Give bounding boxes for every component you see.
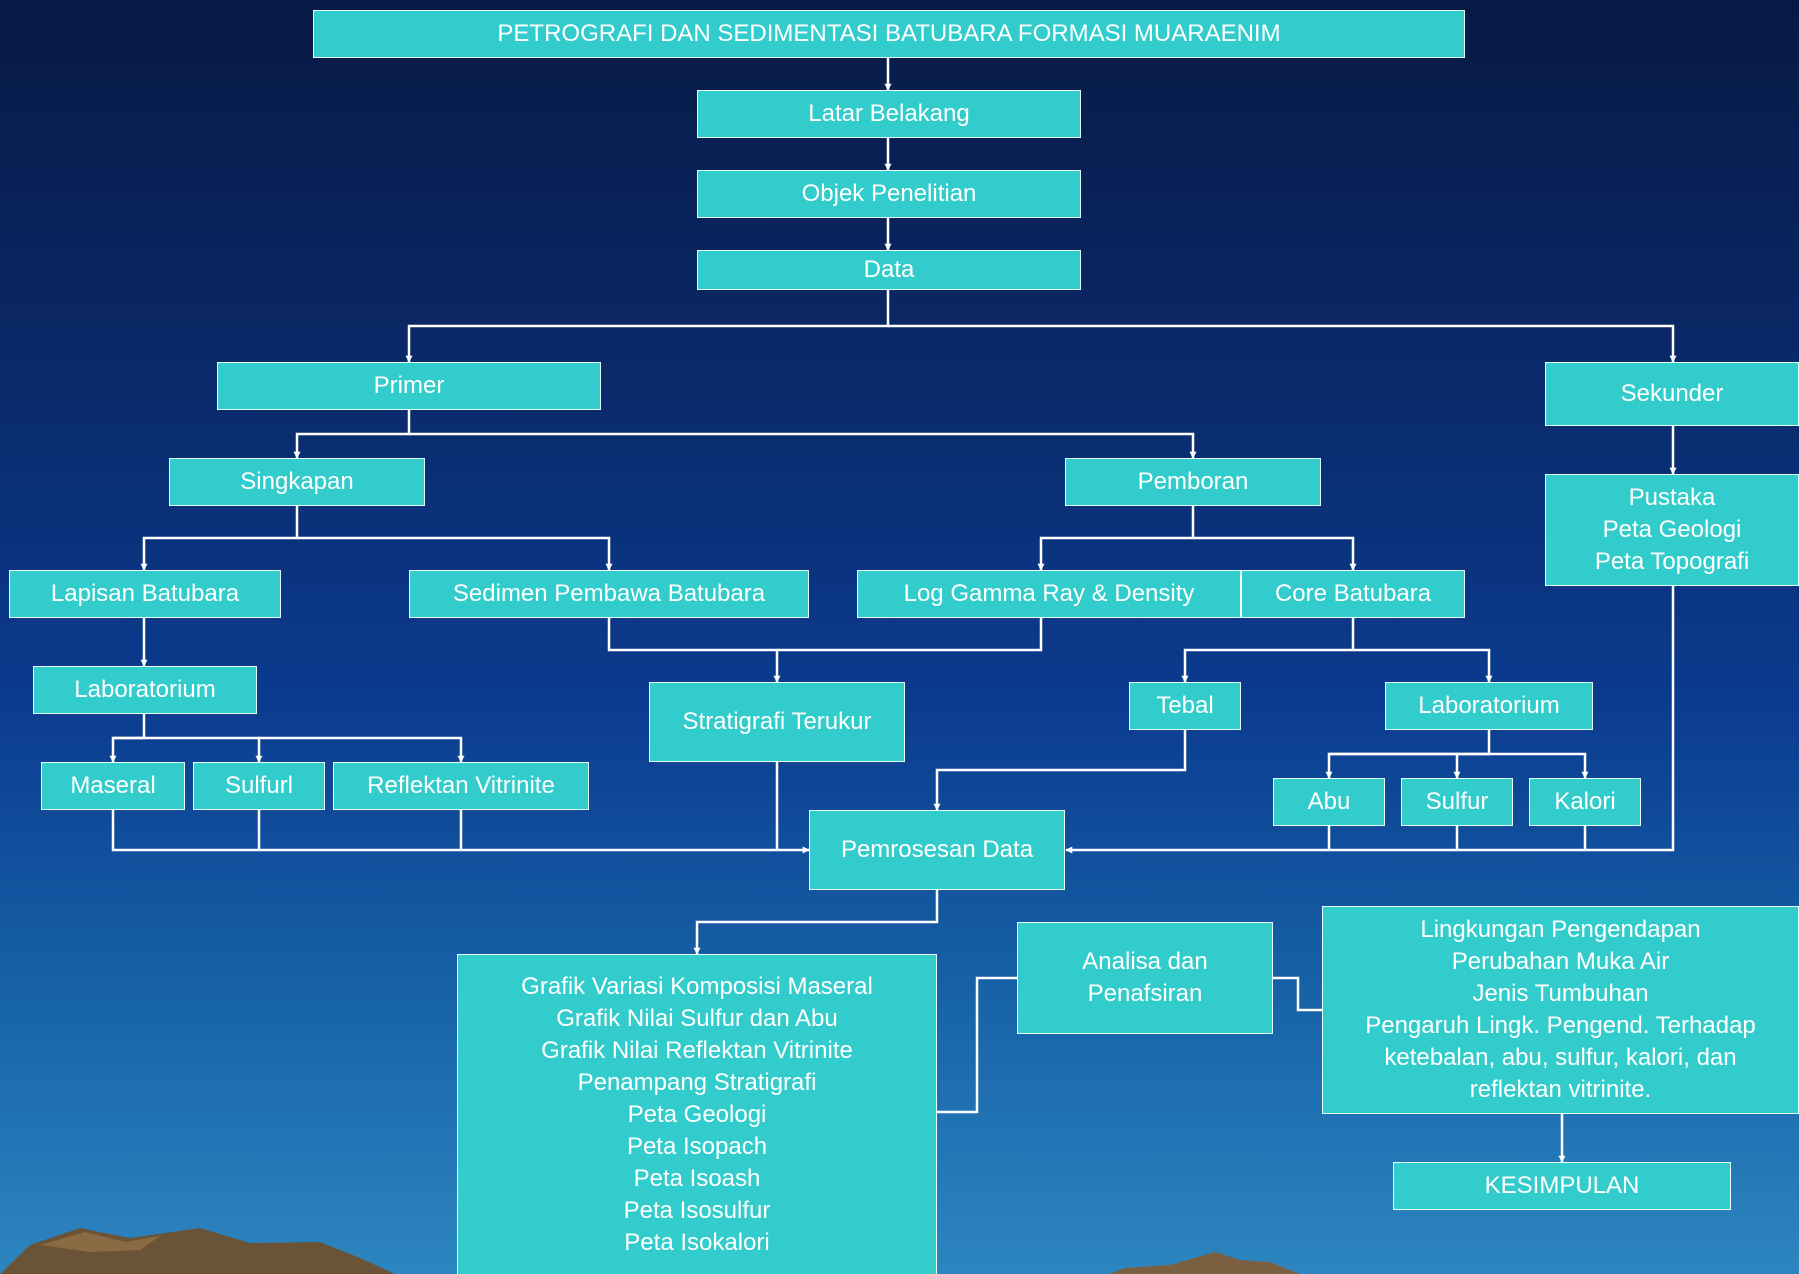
edge-data-primer (405, 290, 890, 363)
node-grafik-line-4: Penampang Stratigrafi (577, 1068, 817, 1096)
node-core: Core Batubara (1241, 570, 1465, 618)
node-lapisan-line-1: Lapisan Batubara (50, 580, 240, 607)
mountain-left-highlight (40, 1232, 160, 1252)
node-sulfurl: Sulfurl (193, 762, 325, 810)
node-maseral: Maseral (41, 762, 185, 810)
edge-singkapan-sedimen (297, 536, 613, 571)
edge-pemboran-core (1193, 536, 1357, 571)
edge-maseral-pemrosesan (111, 810, 810, 854)
edge-pustaka-pemrosesan (1065, 586, 1675, 854)
node-tebal-line-1: Tebal (1156, 692, 1214, 719)
node-grafik-line-5: Peta Geologi (627, 1100, 767, 1128)
edge-loggamma-strat (777, 618, 1043, 652)
node-analisa: Analisa dan Penafsiran (1017, 922, 1273, 1034)
mountain-right-shape (1110, 1252, 1300, 1274)
edge-lab2-kalori (1457, 752, 1589, 779)
node-grafik-line-9: Peta Isokalori (624, 1228, 770, 1256)
node-sedimen-line-1: Sedimen Pembawa Batubara (452, 580, 766, 607)
node-lab1-line-1: Laboratorium (74, 676, 216, 703)
node-lingkungan-line-5: ketebalan, abu, sulfur, kalori, dan (1384, 1044, 1737, 1071)
node-title-line-1: PETROGRAFI DAN SEDIMENTASI BATUBARA FORM… (497, 20, 1281, 47)
node-analisa-line-2: Penafsiran (1087, 980, 1203, 1007)
node-lab1: Laboratorium (33, 666, 257, 714)
edge-grafik-analisa (937, 976, 1017, 1114)
node-pustaka-line-3: Peta Topografi (1594, 548, 1750, 575)
node-kalori-line-1: Kalori (1554, 788, 1616, 815)
node-objek-line-1: Objek Penelitian (801, 180, 977, 207)
edge-lab1-reflektan (259, 736, 465, 763)
node-sekunder-line-1: Sekunder (1620, 380, 1724, 407)
node-data-line-1: Data (863, 256, 915, 283)
node-grafik-line-1: Grafik Variasi Komposisi Maseral (521, 972, 873, 1000)
node-lingkungan-line-2: Perubahan Muka Air (1451, 948, 1670, 975)
node-singkapan-line-1: Singkapan (240, 468, 354, 495)
node-pemboran: Pemboran (1065, 458, 1321, 506)
edge-primer-pemboran (409, 432, 1197, 459)
node-maseral-line-1: Maseral (70, 772, 156, 799)
node-pemrosesan: Pemrosesan Data (809, 810, 1065, 890)
node-grafik-line-3: Grafik Nilai Reflektan Vitrinite (541, 1036, 853, 1064)
node-objek: Objek Penelitian (697, 170, 1081, 218)
node-lingkungan-line-1: Lingkungan Pengendapan (1420, 916, 1701, 943)
node-lingkungan-line-6: reflektan vitrinite. (1469, 1076, 1652, 1103)
edge-lab2-sulfur (1329, 752, 1461, 779)
node-loggamma-line-1: Log Gamma Ray & Density (903, 580, 1195, 607)
node-grafik-line-6: Peta Isopach (626, 1132, 768, 1160)
node-reflektan: Reflektan Vitrinite (333, 762, 589, 810)
node-kesimpulan: KESIMPULAN (1393, 1162, 1731, 1210)
edge-tebal-pemrosesan (933, 730, 1187, 811)
node-lab2: Laboratorium (1385, 682, 1593, 730)
node-pustaka-line-2: Peta Geologi (1602, 516, 1742, 543)
edge-core-tebal (1181, 618, 1355, 683)
edge-singkapan-lapisan (140, 506, 299, 571)
node-lingkungan-line-4: Pengaruh Lingk. Pengend. Terhadap (1365, 1012, 1756, 1039)
edge-lab1-sulfurl (113, 736, 263, 763)
edge-analisa-lingkungan (1273, 976, 1322, 1012)
node-sulfurl-line-1: Sulfurl (224, 772, 294, 799)
node-data: Data (697, 250, 1081, 290)
node-lab2-line-1: Laboratorium (1418, 692, 1560, 719)
node-grafik-line-7: Peta Isoash (633, 1164, 761, 1192)
edge-core-lab2 (1353, 648, 1493, 683)
node-sulfur: Sulfur (1401, 778, 1513, 826)
node-kesimpulan-line-1: KESIMPULAN (1484, 1172, 1640, 1199)
node-pemboran-line-1: Pemboran (1137, 468, 1249, 495)
node-sedimen: Sedimen Pembawa Batubara (409, 570, 809, 618)
node-kalori: Kalori (1529, 778, 1641, 826)
node-core-line-1: Core Batubara (1274, 580, 1432, 607)
node-grafik-line-8: Peta Isosulfur (623, 1196, 771, 1224)
node-primer-line-1: Primer (373, 372, 445, 399)
node-singkapan: Singkapan (169, 458, 425, 506)
node-abu: Abu (1273, 778, 1385, 826)
edge-pemboran-loggamma (1037, 506, 1195, 571)
node-primer: Primer (217, 362, 601, 410)
node-lingkungan: Lingkungan Pengendapan Perubahan Muka Ai… (1322, 906, 1799, 1114)
node-strat-line-1: Stratigrafi Terukur (682, 708, 872, 735)
node-lapisan: Lapisan Batubara (9, 570, 281, 618)
node-pustaka: Pustaka Peta Geologi Peta Topografi (1545, 474, 1799, 586)
node-lingkungan-line-3: Jenis Tumbuhan (1472, 980, 1649, 1007)
node-tebal: Tebal (1129, 682, 1241, 730)
edge-pemrosesan-grafik (693, 890, 939, 955)
edge-sedimen-strat (607, 618, 781, 683)
node-strat: Stratigrafi Terukur (649, 682, 905, 762)
edge-primer-singkapan (293, 410, 411, 459)
node-latar-line-1: Latar Belakang (808, 100, 970, 127)
node-latar: Latar Belakang (697, 90, 1081, 138)
node-loggamma: Log Gamma Ray & Density (857, 570, 1241, 618)
node-pustaka-line-1: Pustaka (1628, 484, 1716, 511)
node-sulfur-line-1: Sulfur (1425, 788, 1489, 815)
node-grafik: Grafik Variasi Komposisi Maseral Grafik … (457, 954, 937, 1274)
node-analisa-line-1: Analisa dan (1082, 948, 1208, 975)
node-abu-line-1: Abu (1307, 788, 1351, 815)
node-title: PETROGRAFI DAN SEDIMENTASI BATUBARA FORM… (313, 10, 1465, 58)
node-reflektan-line-1: Reflektan Vitrinite (367, 772, 555, 799)
node-pemrosesan-line-1: Pemrosesan Data (840, 836, 1034, 863)
edge-data-sekunder (888, 324, 1677, 363)
node-grafik-line-2: Grafik Nilai Sulfur dan Abu (556, 1004, 838, 1032)
node-sekunder: Sekunder (1545, 362, 1799, 426)
